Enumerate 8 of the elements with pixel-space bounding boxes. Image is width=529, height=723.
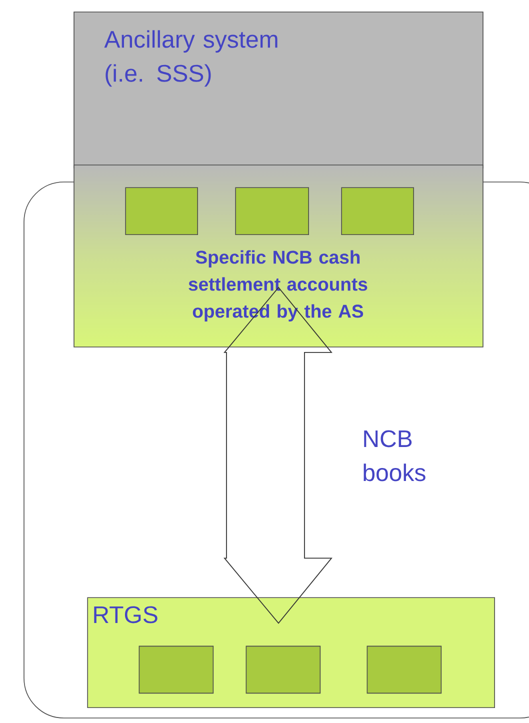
account-box xyxy=(235,187,309,235)
account-box xyxy=(366,646,442,694)
account-box xyxy=(341,187,414,235)
account-box xyxy=(125,187,198,235)
account-box xyxy=(138,646,214,694)
system-box: Ancillary system (i.e. SSS) xyxy=(74,12,484,168)
account-box xyxy=(246,646,321,694)
block-arrow xyxy=(224,286,332,624)
